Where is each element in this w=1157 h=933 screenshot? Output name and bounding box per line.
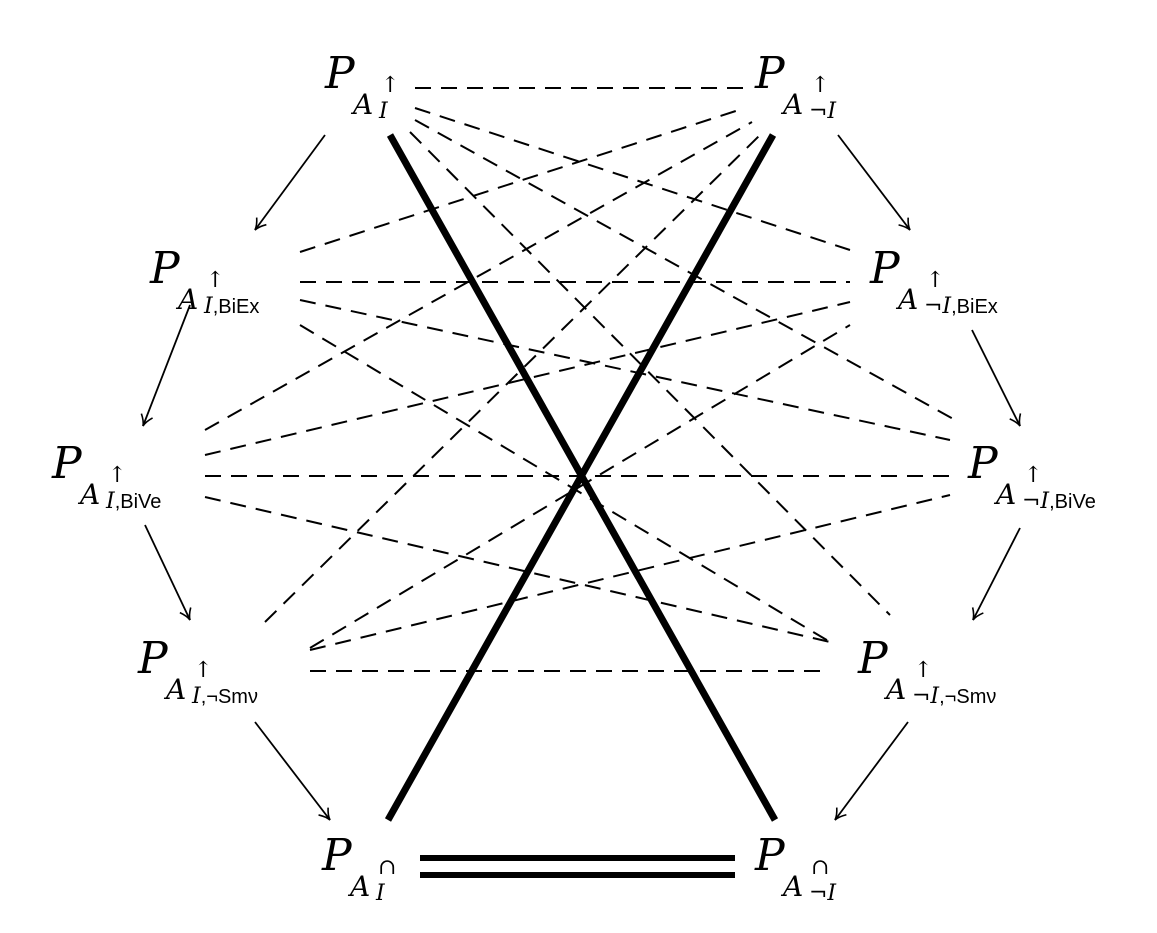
thick-edge-R0-L4 (384, 133, 777, 822)
node-superscript: ↑ (926, 268, 944, 293)
node-subscript: I (378, 99, 389, 124)
node-subscript-text: ,¬Smν (201, 686, 258, 708)
arrow-R2-R3 (971, 527, 1021, 621)
node-subscript: ¬I (809, 99, 837, 124)
node-L0: PA ↑I (324, 48, 399, 124)
node-subscript-text: ,BiVe (1049, 491, 1096, 513)
node-L1: PA ↑I,BiEx (149, 243, 259, 319)
dashed-edge-L0-R3 (409, 131, 891, 616)
arrow-L2-L3 (144, 524, 192, 621)
node-a-symbol: A (883, 673, 906, 706)
arrow-R3-R4 (834, 721, 909, 821)
node-a-symbol: A (163, 673, 186, 706)
dashed-edge-L2-R0 (204, 121, 753, 431)
node-a-symbol: A (350, 88, 373, 121)
dashed-edge-L1-R3 (299, 324, 831, 643)
dashed-edge-L0-R1 (414, 107, 851, 251)
node-subscript-text: ,BiEx (951, 296, 998, 318)
node-subscript: I (375, 881, 386, 906)
arrow-R1-R2 (971, 329, 1022, 427)
node-superscript: ↑ (381, 73, 399, 98)
dashed-edge-L3-R2 (309, 494, 951, 651)
node-p-symbol: P (324, 48, 356, 99)
node-subscript: ¬I,¬Smν (912, 684, 996, 709)
node-R4: PA ∩¬I (754, 830, 837, 906)
dashed-edge-L3-R1 (309, 324, 851, 649)
node-R1: PA ↑¬I,BiEx (869, 243, 998, 319)
node-R3: PA ↑¬I,¬Smν (857, 633, 996, 709)
node-a-symbol: A (77, 478, 100, 511)
labels-layer: PA↑IPA↑¬IPA↑I,BiExPA↑¬I,BiExPA↑I,BiVePA↑… (51, 48, 1096, 906)
node-subscript-text: ,¬Smν (939, 686, 996, 708)
dashed-edge-L2-R3 (204, 496, 831, 643)
node-p-symbol: P (869, 243, 901, 294)
dashed-edge-L2-R1 (204, 301, 851, 456)
arrow-R0-R1 (837, 134, 911, 231)
node-p-symbol: P (137, 633, 169, 684)
node-a-symbol: A (895, 283, 918, 316)
arrow-L0-L1 (254, 134, 326, 231)
node-a-symbol: A (175, 283, 198, 316)
node-superscript: ↑ (206, 268, 224, 293)
node-R2: PA ↑¬I,BiVe (967, 438, 1096, 514)
node-L4: PA ∩I (321, 830, 396, 906)
arrow-L1-L2 (140, 304, 191, 427)
edges-layer (140, 87, 1022, 878)
node-p-symbol: P (149, 243, 181, 294)
node-subscript: ¬I,BiEx (924, 294, 998, 319)
node-p-symbol: P (857, 633, 889, 684)
node-superscript: ↑ (1024, 463, 1042, 488)
node-superscript: ↑ (914, 658, 932, 683)
node-superscript: ∩ (811, 855, 829, 880)
node-subscript-text: ,BiVe (115, 491, 162, 513)
node-subscript: ¬I (809, 881, 837, 906)
node-p-symbol: P (967, 438, 999, 489)
node-subscript: I,BiVe (105, 489, 161, 514)
node-L2: PA ↑I,BiVe (51, 438, 161, 514)
node-subscript: I,BiEx (203, 294, 259, 319)
node-p-symbol: P (754, 830, 786, 881)
dashed-edge-L1-R2 (299, 299, 951, 441)
node-superscript: ↑ (811, 73, 829, 98)
node-superscript: ↑ (108, 463, 126, 488)
node-superscript: ∩ (378, 855, 396, 880)
dashed-edge-L1-R0 (299, 107, 746, 253)
node-subscript: I,¬Smν (191, 684, 258, 709)
node-a-symbol: A (780, 870, 803, 903)
node-a-symbol: A (347, 870, 370, 903)
node-a-symbol: A (780, 88, 803, 121)
node-subscript-text: ,BiEx (213, 296, 260, 318)
node-p-symbol: P (51, 438, 83, 489)
arrow-L3-L4 (254, 721, 331, 821)
node-superscript: ↑ (194, 658, 212, 683)
node-subscript: ¬I,BiVe (1022, 489, 1096, 514)
dashed-edge-L3-R0 (264, 134, 761, 623)
node-a-symbol: A (993, 478, 1016, 511)
node-L3: PA ↑I,¬Smν (137, 633, 258, 709)
node-p-symbol: P (754, 48, 786, 99)
node-p-symbol: P (321, 830, 353, 881)
node-R0: PA ↑¬I (754, 48, 837, 124)
